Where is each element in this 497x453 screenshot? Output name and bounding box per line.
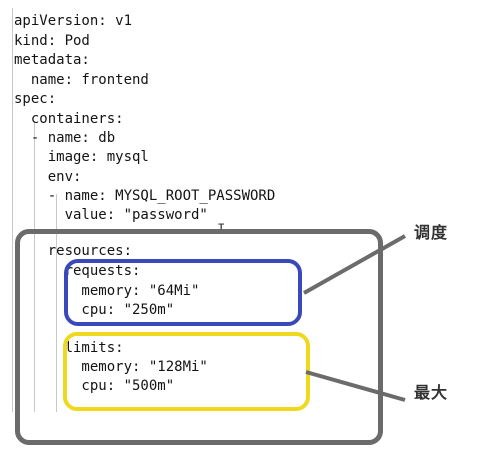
code-line: spec: (14, 91, 57, 107)
code-line: cpu: "250m" (14, 302, 175, 318)
code-line: value: "password" (14, 207, 208, 223)
limits-highlight-box (63, 332, 310, 411)
max-annotation: 最大 (414, 383, 449, 402)
resources-highlight-box (15, 229, 383, 445)
indent-guide (12, 8, 13, 412)
code-line: apiVersion: v1 (14, 13, 133, 29)
code-line: env: (14, 169, 82, 185)
code-line: - name: db (14, 130, 116, 146)
requests-highlight-box (64, 259, 302, 326)
code-line: memory: "64Mi" (14, 283, 200, 299)
indent-guide (34, 122, 35, 412)
code-line: cpu: "500m" (14, 378, 175, 394)
code-line: kind: Pod (14, 33, 90, 49)
indent-guide (56, 194, 57, 412)
code-line: resources: (14, 243, 133, 259)
code-line: requests: (14, 263, 141, 279)
scheduling-annotation: 调度 (414, 223, 449, 242)
code-line: name: frontend (14, 72, 149, 88)
code-line: limits: (14, 340, 124, 356)
code-line: containers: (14, 111, 124, 127)
code-line: image: mysql (14, 149, 149, 165)
code-line: metadata: (14, 52, 90, 68)
code-line: - name: MYSQL_ROOT_PASSWORD (14, 188, 276, 204)
code-line: memory: "128Mi" (14, 359, 208, 375)
